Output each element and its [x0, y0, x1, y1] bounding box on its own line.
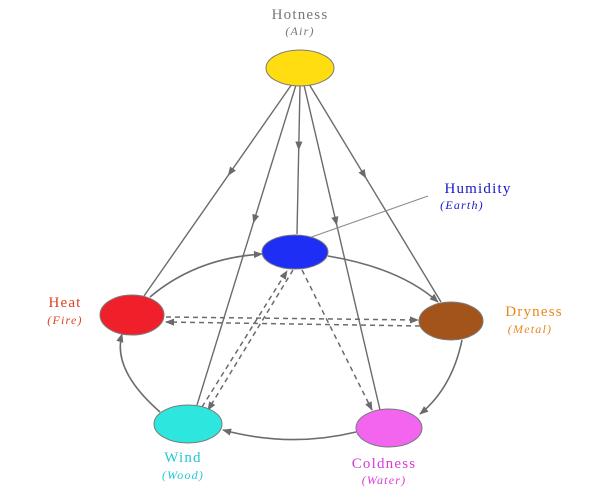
humidity-label: Humidity	[444, 181, 511, 197]
edge-hotness-to-wind	[196, 84, 297, 406]
wind-node[interactable]	[153, 404, 223, 444]
dashed-edge-heat-to-dryness	[165, 316, 419, 324]
coldness-label: Coldness	[352, 456, 417, 472]
hotness-label: Hotness	[272, 7, 329, 23]
humidity-node[interactable]	[261, 234, 329, 270]
edge-hotness-to-humidity	[296, 85, 301, 235]
dryness-element-label: (Metal)	[508, 322, 552, 336]
wind-element-label: (Wood)	[162, 468, 204, 482]
cycle-edge-heat-to-humidity	[149, 250, 263, 298]
arrowhead-hotness-to-heat	[227, 166, 236, 176]
cycle-edge-dryness-to-coldness	[419, 339, 463, 415]
arrowhead-hotness-to-dryness	[358, 168, 367, 179]
heat-element-label: (Fire)	[47, 313, 82, 327]
dashed-edge-humidity-to-coldness	[301, 269, 373, 411]
dashed-edge-humidity-to-wind	[207, 269, 294, 411]
arrowhead-hotness-to-coldness	[331, 216, 339, 226]
dryness-label: Dryness	[505, 304, 563, 320]
coldness-element-label: (Water)	[362, 473, 407, 487]
dashed-edge-wind-to-humidity	[201, 270, 288, 408]
coldness-node[interactable]	[355, 408, 423, 448]
hotness-node[interactable]	[265, 49, 335, 87]
heat-node[interactable]	[99, 294, 165, 336]
cycle-edges	[116, 250, 463, 441]
cycle-edge-coldness-to-wind	[222, 428, 357, 441]
edge-hotness-to-heat	[143, 83, 293, 297]
dryness-node[interactable]	[418, 301, 484, 341]
arrowhead-hotness-to-wind	[252, 213, 260, 224]
cycle-edge-wind-to-heat	[116, 333, 161, 413]
edge-hotness-to-coldness	[303, 84, 381, 411]
wind-label: Wind	[164, 450, 202, 466]
dashed-edges	[165, 269, 421, 411]
dashed-edge-dryness-to-heat	[165, 318, 421, 327]
cycle-edge-humidity-to-dryness	[327, 255, 439, 303]
heat-label: Heat	[48, 295, 81, 311]
hotness-element-label: (Air)	[285, 24, 314, 38]
radiating-edges	[143, 83, 442, 411]
humidity-element-label: (Earth)	[440, 198, 484, 212]
edge-hotness-to-dryness	[308, 83, 442, 303]
humidity-leader-line	[302, 195, 429, 241]
